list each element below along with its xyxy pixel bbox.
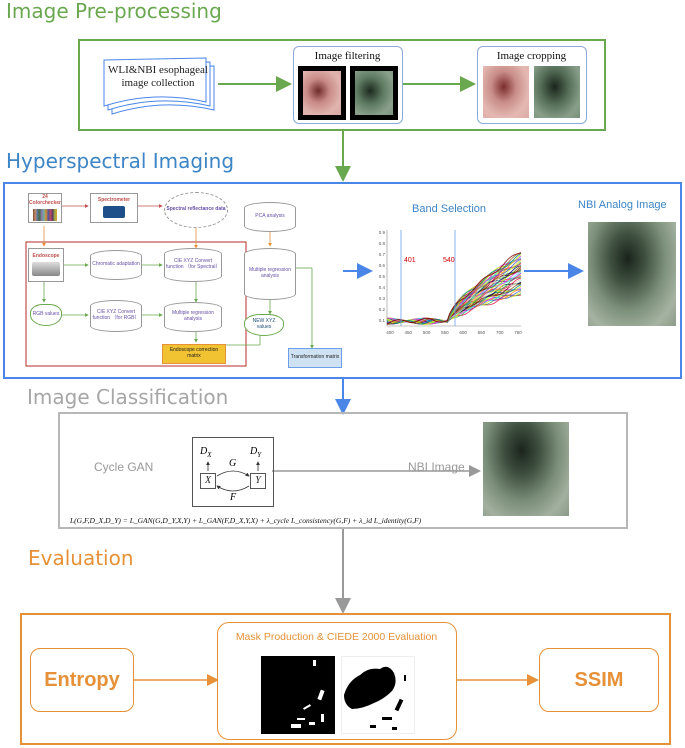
cropped-nbi-image: [534, 66, 580, 118]
y-tick: 0.2: [379, 307, 386, 312]
hyperspectral-frame: [3, 182, 682, 379]
rgb-node: RGB values: [30, 304, 62, 326]
preprocessing-title: Image Pre-processing: [6, 0, 222, 23]
filtering-label: Image filtering: [314, 50, 381, 62]
preprocessing-frame: [78, 39, 606, 131]
transformation-matrix-node: Transformation matrix: [288, 348, 342, 368]
y-tick: 0.1: [379, 318, 386, 323]
cropping-label: Image cropping: [496, 50, 567, 62]
cyclegan-loss-formula: L(G,F,D_X,D_Y) = L_GAN(G,D_Y,X,Y) + L_GA…: [70, 516, 422, 525]
ssim-label: SSIM: [574, 668, 624, 691]
new-xyz-node: NEW XYZ values: [244, 314, 284, 336]
multi-reg-right-node: Multiple regression analysis: [244, 248, 296, 300]
cyclegan-diagram: DX DY G F X Y: [192, 437, 274, 507]
y-tick: 0.7: [379, 252, 386, 257]
mask-image-black: [261, 656, 335, 734]
ssim-box: SSIM: [539, 648, 659, 712]
entropy-label: Entropy: [44, 668, 120, 691]
filtered-wli-image: [298, 66, 346, 120]
band-label-401: 401: [404, 257, 416, 264]
colorchecker-node: 24 Colorchecker: [28, 193, 62, 223]
x-tick: 600: [459, 330, 467, 335]
entropy-box: Entropy: [30, 648, 134, 712]
mask-label: Mask Production & CIEDE 2000 Evaluation: [235, 631, 438, 643]
band-selection-chart: 401 540 400 450 500 550 600 650 700 750 0.9 0.8 0.7 0…: [371, 222, 525, 340]
mask-image-white: [341, 656, 415, 734]
cyclegan-label: Cycle GAN: [94, 460, 154, 474]
image-cropping-box: Image cropping: [477, 46, 587, 124]
nbi-analog-label: NBI Analog Image: [578, 199, 667, 211]
hyperspectral-title: Hyperspectral Imaging: [6, 149, 235, 173]
spectrometer-node: Spectrometer: [90, 193, 138, 223]
spectral-data-node: Spectral reflectance data: [164, 192, 228, 228]
band-selection-label: Band Selection: [412, 203, 486, 215]
dx-label: DX: [200, 446, 212, 459]
endoscope-node: Endoscope: [28, 248, 64, 282]
y-tick: 0.6: [379, 263, 386, 268]
x-tick: 750: [514, 330, 522, 335]
y-tick: 0.5: [379, 274, 386, 279]
x-tick: 450: [405, 330, 413, 335]
y-tick: 0.8: [379, 241, 386, 246]
image-collection-doc: WLI&NBI esophageal image collection: [102, 57, 220, 116]
y-node: Y: [250, 473, 266, 489]
spectrum-line: [386, 252, 522, 325]
nbi-image-label: NBI Image: [408, 460, 465, 474]
spectrum-line: [386, 254, 522, 325]
mask-evaluation-box: Mask Production & CIEDE 2000 Evaluation: [217, 622, 457, 740]
collection-label: WLI&NBI esophageal image collection: [108, 64, 208, 89]
cie-spectral-node: CIE XYZ Convert function （for Spectral）: [164, 248, 222, 282]
x-tick: 700: [496, 330, 504, 335]
filtered-nbi-image: [350, 66, 398, 120]
pca-node: PCA analysis: [244, 202, 296, 232]
x-tick: 400: [386, 330, 394, 335]
multi-reg-left-node: Multiple regression analysis: [164, 302, 222, 332]
y-tick: 0.4: [379, 285, 386, 290]
classification-frame: [58, 412, 628, 529]
evaluation-title: Evaluation: [28, 546, 134, 570]
dy-label: DY: [250, 446, 262, 459]
image-filtering-box: Image filtering: [293, 46, 403, 124]
cropped-wli-image: [483, 66, 529, 118]
x-node: X: [200, 473, 216, 489]
y-tick: 0.3: [379, 296, 386, 301]
y-tick: 0.9: [379, 230, 386, 235]
evaluation-frame: [20, 613, 671, 745]
g-label: G: [229, 458, 237, 469]
nbi-image: [483, 422, 569, 516]
x-tick: 550: [441, 330, 449, 335]
chromatic-node: Chromatic adaptation: [90, 250, 142, 280]
f-label: F: [230, 492, 237, 503]
band-label-540: 540: [443, 257, 455, 264]
nbi-analog-image: [588, 222, 676, 326]
classification-title: Image Classification: [27, 385, 229, 409]
x-tick: 650: [478, 330, 486, 335]
correction-matrix-node: Endoscope correction matrix: [162, 344, 226, 364]
cie-rgb-node: CIE XYZ Convert function （for RGB）: [90, 300, 142, 332]
calibration-flowchart: 24 Colorchecker Spectrometer Spectral re…: [25, 190, 348, 370]
x-tick: 500: [423, 330, 431, 335]
